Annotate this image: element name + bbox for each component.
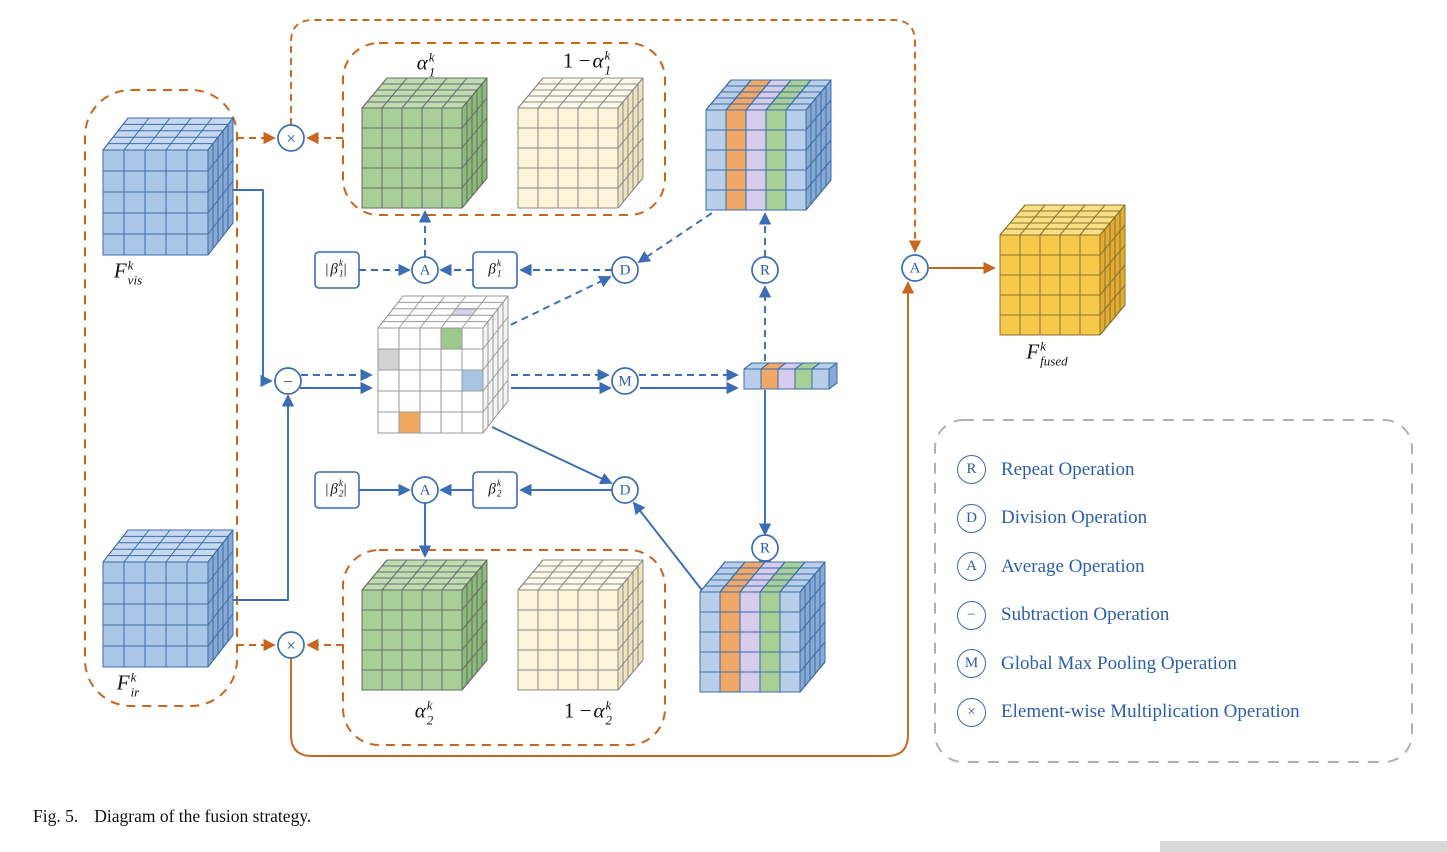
- cube-weighted-bottom: [699, 561, 826, 693]
- subtraction-icon: −: [957, 600, 986, 630]
- weighted-top-to-division1-arrow: [637, 212, 713, 264]
- average-op-final-label: A: [910, 261, 921, 277]
- cube-alpha2: [361, 559, 488, 691]
- average-op-2-label: A: [420, 483, 431, 499]
- average-op-2: A: [411, 476, 439, 504]
- legend-item-division: D Division Operation: [957, 503, 1402, 533]
- group-inputs: [84, 89, 238, 707]
- multiply-bottom-op: ×: [277, 631, 305, 659]
- division-op-1-label: D: [620, 263, 631, 279]
- maxpool-op-label: M: [618, 374, 631, 390]
- multiply-top-op-label: ×: [286, 129, 296, 148]
- diff-to-division1-arrow: [499, 275, 612, 331]
- abs-beta2-box: [314, 471, 360, 509]
- legend-label-multiplication: Element-wise Multiplication Operation: [1001, 701, 1300, 723]
- repeat-icon: R: [957, 455, 986, 485]
- caption-text: Diagram of the fusion strategy.: [94, 806, 312, 826]
- cube-f-fused: [999, 204, 1126, 336]
- legend-item-multiplication: × Element-wise Multiplication Operation: [957, 697, 1402, 727]
- legend-label-maxpool: Global Max Pooling Operation: [1001, 652, 1237, 674]
- legend-item-maxpool: M Global Max Pooling Operation: [957, 649, 1402, 679]
- division-op-2: D: [611, 476, 639, 504]
- screen-edge-artifact: [1160, 841, 1447, 852]
- maxpool-op: M: [611, 367, 639, 395]
- average-icon: A: [957, 552, 986, 582]
- division-icon: D: [957, 503, 986, 533]
- legend-label-average: Average Operation: [1001, 555, 1145, 577]
- legend-panel: R Repeat Operation D Division Operation …: [935, 420, 1412, 762]
- repeat-op-1: R: [751, 256, 779, 284]
- multiply-bottom-op-label: ×: [286, 636, 296, 655]
- beta1-box: [472, 251, 518, 289]
- subtract-op-label: −: [283, 372, 293, 392]
- fvis-to-subtract-arrow: [208, 189, 273, 388]
- legend-label-repeat: Repeat Operation: [1001, 458, 1135, 480]
- legend-item-average: A Average Operation: [957, 552, 1402, 582]
- abs-beta1-box: [314, 251, 360, 289]
- cube-alpha1: [361, 77, 488, 209]
- legend-item-subtraction: − Subtraction Operation: [957, 600, 1402, 630]
- caption-label: Fig. 5.: [33, 806, 79, 826]
- multiply-bottom-to-final-average-arrow: [290, 281, 915, 757]
- fir-to-subtract-arrow: [208, 394, 295, 601]
- cube-f-vis: [102, 117, 234, 256]
- cube-weighted-top: [705, 79, 832, 211]
- cube-f-ir: [102, 529, 234, 668]
- maxpool-icon: M: [957, 649, 986, 679]
- beta2-box: [472, 471, 518, 509]
- multiplication-icon: ×: [957, 697, 986, 727]
- multiply-top-to-final-average-arrow: [290, 19, 922, 253]
- figure-caption: Fig. 5. Diagram of the fusion strategy.: [33, 806, 311, 827]
- cube-one-minus-alpha1: [517, 77, 644, 209]
- legend-label-subtraction: Subtraction Operation: [1001, 604, 1170, 626]
- max-pooled-vector: [743, 362, 838, 390]
- legend-item-repeat: R Repeat Operation: [957, 455, 1402, 485]
- legend-label-division: Division Operation: [1001, 507, 1148, 529]
- average-op-final: A: [901, 254, 929, 282]
- multiply-top-op: ×: [277, 124, 305, 152]
- group-alpha1: [342, 42, 666, 216]
- average-op-1: A: [411, 256, 439, 284]
- repeat-op-2-label: R: [760, 541, 770, 557]
- cube-difference: [377, 295, 509, 434]
- subtract-op: −: [274, 367, 302, 395]
- average-op-1-label: A: [420, 263, 431, 279]
- legend-border: [934, 419, 1413, 763]
- group-alpha2: [342, 549, 666, 746]
- cube-one-minus-alpha2: [517, 559, 644, 691]
- repeat-op-2: R: [751, 534, 779, 562]
- division-op-2-label: D: [620, 483, 631, 499]
- repeat-op-1-label: R: [760, 263, 770, 279]
- diff-to-division2-arrow: [491, 426, 613, 485]
- weighted-bottom-to-division2-arrow: [632, 501, 706, 595]
- division-op-1: D: [611, 256, 639, 284]
